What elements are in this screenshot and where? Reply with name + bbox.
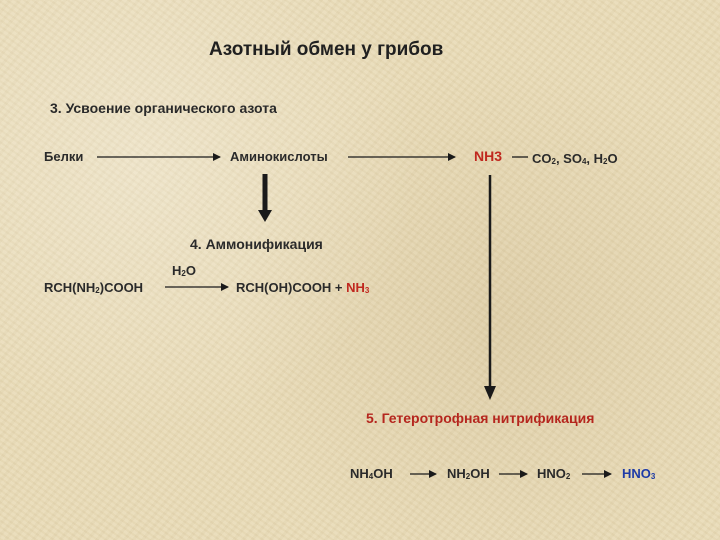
proteins-label: Белки <box>44 149 84 164</box>
section5-heading: 5. Гетеротрофная нитрификация <box>366 410 595 426</box>
reactant-formula: RCH(NH2)COOH <box>44 280 144 295</box>
section4-heading: 4. Аммонификация <box>190 236 323 252</box>
page-title: Азотный обмен у грибов <box>209 39 444 60</box>
arrow-nh3-down-head <box>484 386 496 400</box>
products-label: CO2, SO4, H2O <box>532 151 618 166</box>
section3-heading: 3. Усвоение органического азота <box>50 100 277 116</box>
amino-acids-label: Аминокислоты <box>230 149 328 164</box>
hno2-label: HNO2 <box>537 466 571 481</box>
hno3-label: HNO3 <box>622 466 656 481</box>
water-label: H2O <box>172 263 196 278</box>
product-formula: RCH(OH)COOH + NH3 <box>236 280 370 295</box>
nh3-label: NH3 <box>474 148 503 164</box>
nh4oh-label: NH4OH <box>350 466 393 481</box>
nh2oh-label: NH2OH <box>447 466 490 481</box>
arrow-amino-down-head <box>258 210 272 222</box>
